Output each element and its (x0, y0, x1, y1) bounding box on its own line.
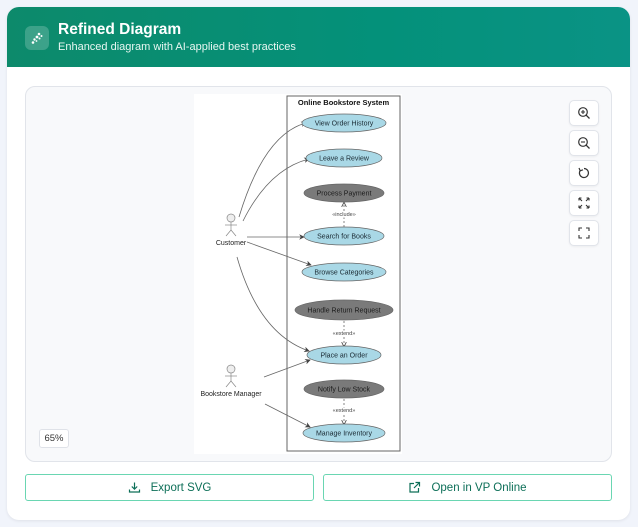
header-subtitle: Enhanced diagram with AI-applied best pr… (58, 41, 296, 53)
relation-label-bg (328, 407, 360, 414)
use-case-leave-review[interactable]: Leave a Review (305, 148, 383, 168)
use-case-label: Notify Low Stock (318, 386, 371, 393)
use-case-ellipse (301, 262, 387, 282)
relation-label-bg (328, 211, 360, 218)
zoom-out-button[interactable] (569, 130, 599, 156)
open-in-vp-online-button[interactable]: Open in VP Online (323, 474, 612, 501)
use-case-ellipse (294, 299, 394, 321)
fullscreen-button[interactable] (569, 220, 599, 246)
use-case-ellipse (305, 148, 383, 168)
actor-customer[interactable]: Customer (216, 213, 247, 247)
diagram-viewport[interactable]: Online Bookstore System «include» «extend… (194, 94, 402, 454)
use-case-browse-categories[interactable]: Browse Categories (301, 262, 387, 282)
external-link-icon (409, 481, 421, 493)
actor-figure-icon (225, 364, 237, 388)
use-case-label: Place an Order (320, 352, 368, 359)
use-case-label: View Order History (315, 120, 374, 127)
relation-label-bg (328, 330, 360, 337)
actor-manager[interactable]: Bookstore Manager (200, 364, 262, 398)
fullscreen-icon (578, 227, 590, 239)
use-case-ellipse (303, 379, 385, 399)
use-case-process-payment[interactable]: Process Payment (303, 183, 385, 203)
use-case-handle-return[interactable]: Handle Return Request (294, 299, 394, 321)
actor-label: Customer (216, 240, 247, 247)
reset-icon (578, 167, 590, 179)
zoom-level-indicator: 65% (39, 429, 69, 448)
use-case-view-order-history[interactable]: View Order History (301, 113, 387, 133)
relation-label: «include» (332, 212, 356, 218)
relation-label: «extend» (333, 408, 356, 414)
diagram-canvas[interactable]: Online Bookstore System «include» «extend… (25, 86, 612, 462)
relation-label: «extend» (333, 331, 356, 337)
use-case-ellipse (302, 423, 386, 443)
zoom-in-button[interactable] (569, 100, 599, 126)
use-case-ellipse (306, 345, 382, 365)
zoom-in-icon (578, 107, 590, 119)
actor-figure-icon (225, 213, 237, 237)
fit-screen-icon (578, 197, 590, 209)
use-case-label: Search for Books (317, 233, 371, 240)
use-case-place-order[interactable]: Place an Order (306, 345, 382, 365)
use-case-notify-low-stock[interactable]: Notify Low Stock (303, 379, 385, 399)
use-case-label: Browse Categories (314, 269, 374, 276)
use-case-ellipse (301, 113, 387, 133)
system-title: Online Bookstore System (298, 98, 390, 107)
export-svg-label: Export SVG (150, 481, 212, 494)
use-case-label: Leave a Review (319, 155, 370, 162)
association-customer-view_order_history (238, 121, 307, 218)
sparkle-icon (25, 26, 49, 50)
association-manager-place_order (263, 359, 311, 378)
use-case-ellipse (303, 226, 385, 246)
association-customer-place_order (236, 256, 310, 353)
header-title: Refined Diagram (58, 21, 182, 38)
association-manager-manage_inventory (264, 403, 311, 428)
refined-diagram-card: Refined Diagram Enhanced diagram with AI… (7, 7, 630, 520)
use-case-search-books[interactable]: Search for Books (303, 226, 385, 246)
open-in-vp-online-label: Open in VP Online (431, 481, 527, 494)
header: Refined Diagram Enhanced diagram with AI… (7, 7, 630, 67)
download-icon (128, 482, 140, 493)
association-customer-browse_categories (246, 241, 312, 267)
use-case-manage-inventory[interactable]: Manage Inventory (302, 423, 386, 443)
use-case-ellipse (303, 183, 385, 203)
use-case-label: Handle Return Request (307, 307, 380, 314)
zoom-out-icon (578, 137, 590, 149)
reset-view-button[interactable] (569, 160, 599, 186)
use-case-diagram: Online Bookstore System «include» «extend… (200, 95, 401, 452)
actor-label: Bookstore Manager (200, 391, 262, 398)
system-boundary (286, 95, 401, 452)
use-case-label: Manage Inventory (316, 430, 373, 437)
fit-screen-button[interactable] (569, 190, 599, 216)
export-svg-button[interactable]: Export SVG (25, 474, 314, 501)
use-case-label: Process Payment (317, 190, 372, 197)
association-customer-leave_review (242, 157, 310, 222)
